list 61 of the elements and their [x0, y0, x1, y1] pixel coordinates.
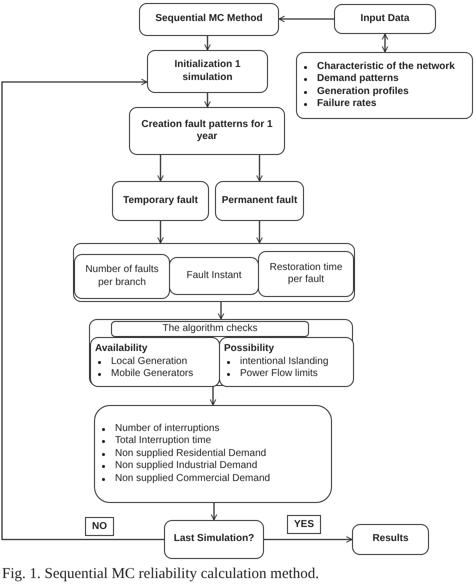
box-label: Permanent fault	[222, 194, 298, 208]
process-box	[164, 520, 264, 559]
bullet-item: Failure rates	[301, 98, 376, 110]
list-box	[90, 337, 220, 387]
process-box	[169, 257, 259, 295]
arrow	[1, 78, 164, 540]
list-box	[219, 337, 354, 387]
arrow	[210, 503, 218, 520]
group-frame	[89, 319, 353, 386]
arrow	[210, 386, 216, 406]
arrow	[264, 536, 352, 543]
bullet-item: Characteristic of the network	[301, 60, 455, 73]
process-box	[334, 4, 436, 34]
bullet-item: Generation profiles	[301, 86, 409, 98]
box-label: Temporary fault	[123, 194, 198, 208]
group-frame	[73, 243, 355, 302]
process-box	[74, 254, 170, 299]
box-label: Results	[372, 533, 409, 546]
process-box	[215, 181, 304, 221]
process-box	[147, 50, 268, 93]
list-box	[296, 52, 473, 119]
box-label: Input Data	[360, 12, 410, 26]
arrow	[382, 34, 388, 52]
box-label: Initialization 1 simulation	[173, 59, 242, 84]
bullet-item: Power Flow limits	[224, 368, 318, 381]
process-box	[112, 181, 209, 221]
bullet-item: Non supplied Commercial Demand	[99, 472, 270, 486]
bullet-item: Number of interruptions	[99, 422, 220, 436]
heading: Possibility	[224, 343, 274, 356]
arrow	[204, 36, 211, 50]
arrow	[204, 93, 211, 108]
arrow	[218, 302, 224, 320]
box-label: Restoration time per fault	[268, 262, 344, 286]
bullet-item: Total Interruption time	[99, 435, 212, 448]
process-box	[111, 321, 309, 337]
box-label: Last Simulation?	[174, 533, 254, 546]
bullet-item: Non supplied Industrial Demand	[99, 460, 258, 473]
bullet-item: Mobile Generators	[95, 368, 194, 381]
process-box	[352, 524, 429, 555]
list-box	[94, 405, 332, 503]
bullet-item: Non supplied Residential Demand	[99, 448, 266, 460]
box-label: Sequential MC Method	[155, 13, 263, 26]
arrow	[256, 155, 263, 182]
bullet-item: Local Generation	[95, 356, 188, 368]
box-label: Fault Instant	[186, 270, 242, 282]
edge-label: YES	[287, 515, 322, 534]
arrow	[157, 155, 164, 182]
box-label: The algorithm checks	[162, 322, 258, 336]
arrow	[278, 16, 334, 22]
arrow	[157, 221, 164, 244]
bullet-item: Demand patterns	[301, 73, 399, 86]
caption: Fig. 1. Sequential MC reliability calculation method.	[2, 566, 320, 583]
box-label: Creation fault patterns for 1 year	[140, 118, 274, 144]
process-box	[129, 107, 285, 155]
arrow	[256, 221, 263, 244]
box-label: Number of faults per branch	[84, 264, 160, 289]
bullet-item: intentional Islanding	[224, 356, 328, 368]
process-box	[258, 251, 354, 297]
edge-label: NO	[85, 517, 114, 536]
process-box	[139, 3, 279, 36]
heading: Availability	[95, 343, 148, 356]
